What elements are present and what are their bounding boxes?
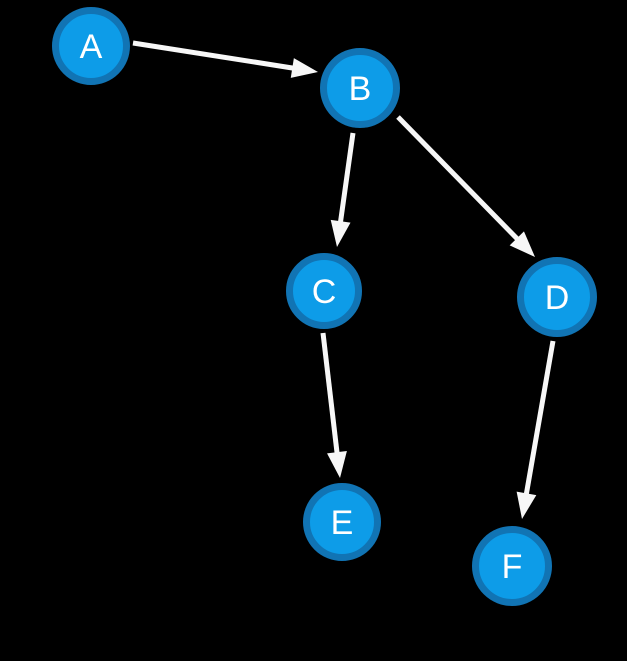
node-label: D bbox=[545, 279, 570, 317]
edge-a-b bbox=[132, 40, 318, 78]
node-circle[interactable] bbox=[303, 483, 381, 561]
node-label: B bbox=[349, 70, 372, 108]
arrow-head-icon bbox=[327, 451, 347, 478]
edge-b-d bbox=[396, 115, 535, 257]
edges-layer bbox=[132, 40, 556, 519]
node-label: C bbox=[312, 273, 337, 311]
nodes-layer: A B C D E F bbox=[52, 7, 597, 606]
graph-node-e[interactable]: E bbox=[303, 483, 381, 561]
arrow-head-icon bbox=[330, 219, 351, 247]
node-label: E bbox=[331, 504, 354, 542]
edge-shaft bbox=[132, 40, 297, 72]
arrow-head-icon bbox=[509, 231, 535, 257]
node-label: A bbox=[80, 28, 103, 66]
edge-shaft bbox=[337, 132, 356, 226]
graph-node-d[interactable]: D bbox=[517, 257, 597, 337]
edge-d-f bbox=[516, 340, 556, 519]
node-circle[interactable] bbox=[517, 257, 597, 337]
edge-shaft bbox=[523, 340, 556, 498]
node-label: F bbox=[502, 548, 523, 586]
graph-node-c[interactable]: C bbox=[286, 253, 362, 329]
node-circle[interactable] bbox=[472, 526, 552, 606]
node-circle[interactable] bbox=[52, 7, 130, 85]
edge-b-c bbox=[330, 132, 356, 247]
graph-node-f[interactable]: F bbox=[472, 526, 552, 606]
edge-c-e bbox=[320, 332, 347, 478]
edge-shaft bbox=[396, 115, 522, 244]
edge-shaft bbox=[320, 332, 340, 457]
graph-node-b[interactable]: B bbox=[320, 48, 400, 128]
node-circle[interactable] bbox=[286, 253, 362, 329]
arrow-head-icon bbox=[516, 491, 537, 519]
graph-node-a[interactable]: A bbox=[52, 7, 130, 85]
arrow-head-icon bbox=[290, 58, 318, 78]
node-circle[interactable] bbox=[320, 48, 400, 128]
